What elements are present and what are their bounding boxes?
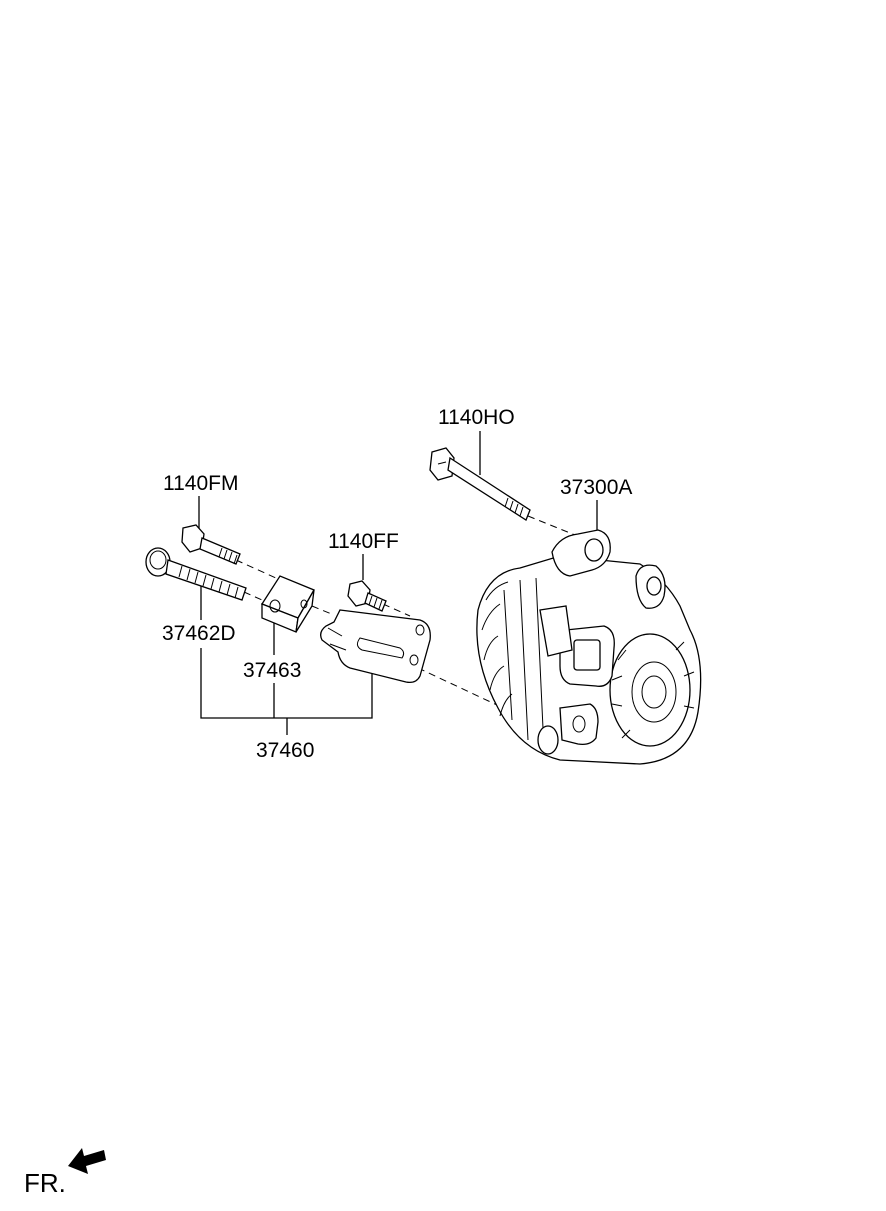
label-1140ho: 1140HO	[438, 406, 515, 429]
assembly-line-spacer	[311, 605, 335, 616]
assembly-line-1140fm	[235, 559, 277, 579]
bolt-1140fm-icon	[181, 524, 241, 565]
assembly-line-1140ff	[382, 603, 411, 617]
label-1140fm: 1140FM	[163, 472, 238, 495]
label-1140ff: 1140FF	[328, 530, 399, 553]
assembly-line-1140ho	[527, 515, 581, 538]
bracket-37460-icon	[320, 609, 431, 684]
bolt-1140ho-icon	[429, 447, 531, 521]
front-direction-arrow-icon	[68, 1148, 106, 1174]
direction-marker-label: FR.	[24, 1168, 66, 1198]
assembly-line-37462d	[243, 591, 263, 601]
bolt-1140ff-icon	[347, 580, 387, 612]
label-37463: 37463	[243, 659, 301, 682]
label-37462d: 37462D	[162, 622, 236, 645]
label-37300a: 37300A	[560, 476, 632, 499]
spacer-37463-icon	[261, 575, 315, 633]
bolt-37462d-icon	[145, 547, 247, 601]
label-37460: 37460	[256, 739, 314, 762]
alternator-37300a-icon	[476, 529, 702, 765]
